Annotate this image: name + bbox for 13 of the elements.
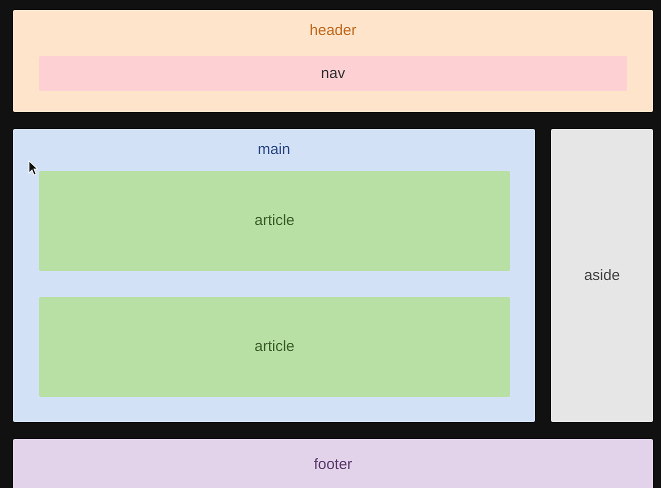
region-label: article (254, 211, 294, 231)
main-region (13, 129, 535, 422)
region-label: main (258, 140, 290, 160)
header-region (13, 10, 653, 112)
region-label: header (310, 21, 356, 41)
footer-region (13, 439, 653, 488)
article-region (39, 297, 510, 397)
region-label: article (254, 337, 294, 357)
region-label: footer (314, 455, 352, 475)
article-region (39, 171, 510, 271)
region-label: aside (584, 266, 620, 286)
aside-region (551, 129, 653, 422)
region-label: nav (320, 64, 346, 84)
